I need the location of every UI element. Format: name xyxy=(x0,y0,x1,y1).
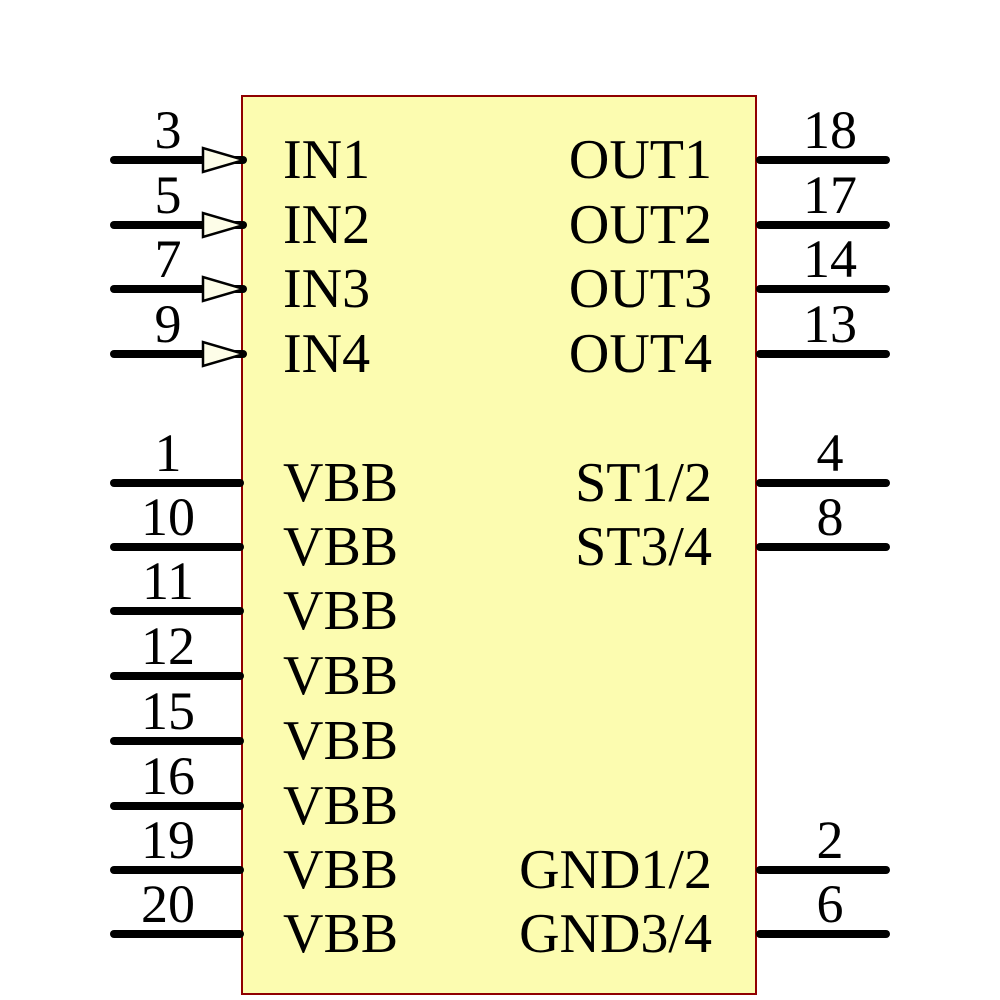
pin-number-9: 9 xyxy=(154,294,182,354)
pin-label-gnd12: GND1/2 xyxy=(519,839,712,901)
pin-number-3: 3 xyxy=(154,100,182,160)
pin-wire-10[interactable] xyxy=(110,543,244,551)
pin-label-in3: IN3 xyxy=(283,258,371,320)
pin-wire-1[interactable] xyxy=(110,479,244,487)
pin-number-4: 4 xyxy=(816,423,844,483)
pin-label-st34: ST3/4 xyxy=(575,516,712,578)
pin-wire-11[interactable] xyxy=(110,607,244,615)
pin-label-out2: OUT2 xyxy=(568,194,712,256)
pin-label-in1: IN1 xyxy=(283,129,371,191)
pin-label-out4: OUT4 xyxy=(568,323,712,385)
pin-wire-12[interactable] xyxy=(110,672,244,680)
pin-number-18: 18 xyxy=(803,100,857,160)
pin-number-13: 13 xyxy=(803,294,857,354)
pin-wire-18[interactable] xyxy=(756,156,890,164)
pin-wire-5[interactable] xyxy=(110,221,247,229)
pin-label-vbb: VBB xyxy=(283,516,399,578)
pin-number-20: 20 xyxy=(141,874,195,934)
pin-number-14: 14 xyxy=(803,229,857,289)
pin-number-12: 12 xyxy=(141,616,195,676)
pin-wire-8[interactable] xyxy=(756,543,890,551)
pin-number-5: 5 xyxy=(154,165,182,225)
pin-number-15: 15 xyxy=(141,681,195,741)
pin-wire-14[interactable] xyxy=(756,285,890,293)
pin-wire-17[interactable] xyxy=(756,221,890,229)
pin-label-vbb: VBB xyxy=(283,452,399,514)
pin-label-vbb: VBB xyxy=(283,580,399,642)
input-arrow-icon xyxy=(201,275,247,303)
pin-wire-2[interactable] xyxy=(756,866,890,874)
input-arrow-icon xyxy=(201,146,247,174)
pin-number-7: 7 xyxy=(154,229,182,289)
pin-label-vbb: VBB xyxy=(283,710,399,772)
pin-label-vbb: VBB xyxy=(283,903,399,965)
pin-wire-20[interactable] xyxy=(110,930,244,938)
pin-label-st12: ST1/2 xyxy=(575,452,712,514)
pin-label-in4: IN4 xyxy=(283,323,371,385)
pin-wire-16[interactable] xyxy=(110,802,244,810)
pin-label-vbb: VBB xyxy=(283,775,399,837)
pin-label-gnd34: GND3/4 xyxy=(519,903,712,965)
pin-number-2: 2 xyxy=(816,810,844,870)
pin-wire-7[interactable] xyxy=(110,285,247,293)
pin-number-11: 11 xyxy=(142,551,194,611)
pin-wire-19[interactable] xyxy=(110,866,244,874)
pin-number-17: 17 xyxy=(803,165,857,225)
pin-wire-13[interactable] xyxy=(756,350,890,358)
pin-number-1: 1 xyxy=(154,423,182,483)
input-arrow-icon xyxy=(201,211,247,239)
pin-number-8: 8 xyxy=(816,487,844,547)
pin-label-out1: OUT1 xyxy=(568,129,712,191)
pin-label-vbb: VBB xyxy=(283,839,399,901)
pin-label-out3: OUT3 xyxy=(568,258,712,320)
pin-label-in2: IN2 xyxy=(283,194,371,256)
pin-number-16: 16 xyxy=(141,746,195,806)
pin-number-19: 19 xyxy=(141,810,195,870)
pin-wire-15[interactable] xyxy=(110,737,244,745)
pin-number-6: 6 xyxy=(816,874,844,934)
pin-wire-9[interactable] xyxy=(110,350,247,358)
pin-label-vbb: VBB xyxy=(283,645,399,707)
chip-body[interactable] xyxy=(241,95,757,995)
input-arrow-icon xyxy=(201,340,247,368)
pin-wire-3[interactable] xyxy=(110,156,247,164)
pin-number-10: 10 xyxy=(141,487,195,547)
pin-wire-4[interactable] xyxy=(756,479,890,487)
pin-wire-6[interactable] xyxy=(756,930,890,938)
